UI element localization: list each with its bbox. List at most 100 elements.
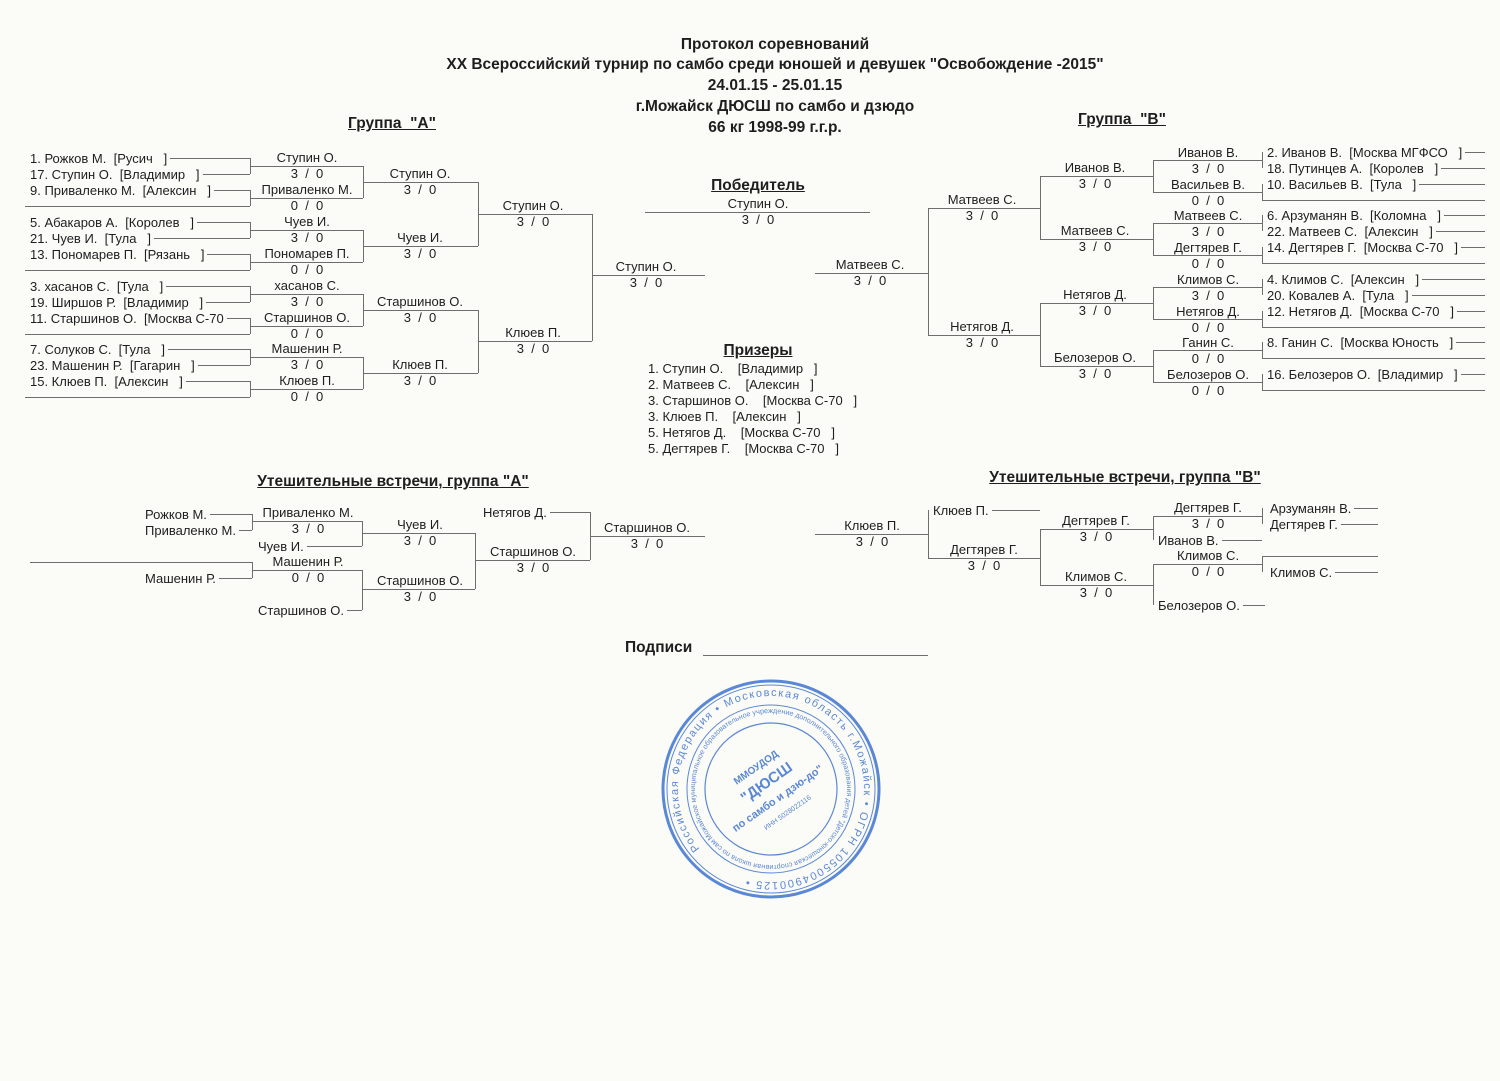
bracket-line <box>928 208 1040 209</box>
bracket-line <box>1153 223 1262 224</box>
consolation-winner: Старшинов О. <box>490 544 576 559</box>
entrant: 2. Иванов В. [Москва МГФСО ] <box>1267 144 1485 160</box>
semifinal-score: 3 / 0 <box>965 335 999 350</box>
consolation-label: Приваленко М. <box>145 522 252 538</box>
connector-line <box>197 364 250 366</box>
semifinal-score: 3 / 0 <box>516 341 550 356</box>
prizer-item: 3. Клюев П. [Алексин ] <box>648 409 801 424</box>
consolation-label-text: Нетягов Д. <box>483 504 547 520</box>
entrant: 3. хасанов С. [Тула ] <box>30 278 250 294</box>
connector-line <box>167 348 250 350</box>
match-winner: Ступин О. <box>276 150 338 165</box>
bracket-line <box>1040 176 1041 239</box>
consolation-score: 3 / 0 <box>1079 529 1113 544</box>
connector-line <box>196 221 250 223</box>
entrant-text: 16. Белозеров О. [Владимир ] <box>1267 366 1458 382</box>
consolation-label: Рожков М. <box>145 506 252 522</box>
bracket-line <box>475 533 476 589</box>
entrant-text: 10. Васильев В. [Тула ] <box>1267 176 1417 192</box>
entrant-text: 3. хасанов С. [Тула ] <box>30 278 164 294</box>
consolation-label: Клюев П. <box>933 502 1040 518</box>
bracket-line <box>250 294 363 295</box>
consolation-score: 3 / 0 <box>855 534 889 549</box>
bracket-line <box>815 534 928 535</box>
consolation-label-text: Клюев П. <box>933 502 989 518</box>
match-winner: Ганин С. <box>1182 335 1234 350</box>
entrant-text: 20. Ковалев А. [Тула ] <box>1267 287 1409 303</box>
entrant: 1. Рожков М. [Русич ] <box>30 150 250 166</box>
bracket-line <box>250 230 363 231</box>
connector-line <box>1443 214 1485 216</box>
bracket-line <box>1153 516 1154 540</box>
consolation-score: 3 / 0 <box>516 560 550 575</box>
round2-score: 3 / 0 <box>403 310 437 325</box>
consolation-label-text: Машенин Р. <box>145 570 216 586</box>
entrant: 10. Васильев В. [Тула ] <box>1267 176 1485 192</box>
connector-line <box>1465 151 1485 153</box>
bracket-line <box>362 533 475 534</box>
bracket-line <box>592 275 705 276</box>
bracket-line <box>1153 223 1154 255</box>
round2-score: 3 / 0 <box>1078 366 1112 381</box>
consolation-winner: Приваленко М. <box>262 505 354 520</box>
connector-line <box>1422 278 1485 280</box>
bracket-line <box>1262 247 1263 263</box>
bracket-line <box>645 212 870 213</box>
match-winner: Чуев И. <box>284 214 330 229</box>
header-title: Протокол соревнований <box>680 36 870 53</box>
prizer-item: 5. Дегтярев Г. [Москва С-70 ] <box>648 441 839 456</box>
bracket-line <box>1262 358 1485 359</box>
match-score: 0 / 0 <box>290 326 324 341</box>
winner-title: Победитель <box>711 177 805 194</box>
bracket-line <box>363 182 478 183</box>
bracket-line <box>250 198 363 199</box>
entrant: 7. Солуков С. [Тула ] <box>30 341 250 357</box>
match-loser: Приваленко М. <box>261 182 353 197</box>
bracket-line <box>363 310 478 311</box>
bracket-line <box>1262 556 1378 557</box>
consolation-winner: Старшинов О. <box>377 573 463 588</box>
consolation-label-text: Старшинов О. <box>258 602 344 618</box>
bracket-line <box>928 208 929 335</box>
consolation-score: 3 / 0 <box>403 589 437 604</box>
bracket-line <box>815 273 928 274</box>
entrant-text: 15. Клюев П. [Алексин ] <box>30 373 183 389</box>
round2-winner: Клюев П. <box>392 357 448 372</box>
round2-score: 3 / 0 <box>403 246 437 261</box>
entrant-text: 14. Дегтярев Г. [Москва С-70 ] <box>1267 239 1458 255</box>
consolation-score: 0 / 0 <box>291 570 325 585</box>
match-score: 0 / 0 <box>1191 256 1225 271</box>
signature-label: Подписи <box>625 639 693 656</box>
consolation-label: Климов С. <box>1270 564 1378 580</box>
bracket-line <box>30 562 252 563</box>
entrant: 9. Приваленко М. [Алексин ] <box>30 182 250 198</box>
consolation-final-winner: Клюев П. <box>844 518 900 533</box>
connector-line <box>1456 341 1485 343</box>
semifinal-winner: Матвеев С. <box>947 192 1017 207</box>
entrant-text: 8. Ганин С. [Москва Юность ] <box>1267 334 1454 350</box>
consolation-label-text: Белозеров О. <box>1158 597 1240 613</box>
bracket-line <box>1262 390 1485 391</box>
header-dates: 24.01.15 - 25.01.15 <box>707 77 843 94</box>
prizer-item: 1. Ступин О. [Владимир ] <box>648 361 818 376</box>
bracket-line <box>1262 152 1263 168</box>
connector-line <box>1419 183 1485 185</box>
connector-line <box>1435 230 1485 232</box>
bracket-line <box>1153 319 1262 320</box>
group-b-final-winner: Матвеев С. <box>835 257 905 272</box>
consolation-label: Иванов В. <box>1158 532 1262 548</box>
connector-line <box>185 380 250 382</box>
bracket-line <box>1040 585 1153 586</box>
round2-winner: Белозеров О. <box>1054 350 1136 365</box>
entrant: 23. Машенин Р. [Гагарин ] <box>30 357 250 373</box>
match-loser: Пономарев П. <box>264 246 350 261</box>
entrant-text: 2. Иванов В. [Москва МГФСО ] <box>1267 144 1463 160</box>
connector-line <box>207 253 250 255</box>
consolation-winner: Дегтярев Г. <box>950 542 1018 557</box>
connector-line <box>1460 373 1485 375</box>
connector-line <box>1340 523 1378 525</box>
consolation-winner: Чуев И. <box>397 517 443 532</box>
consolation-label: Белозеров О. <box>1158 597 1265 613</box>
winner-score: 3 / 0 <box>741 212 775 227</box>
semifinal-winner: Клюев П. <box>505 325 561 340</box>
